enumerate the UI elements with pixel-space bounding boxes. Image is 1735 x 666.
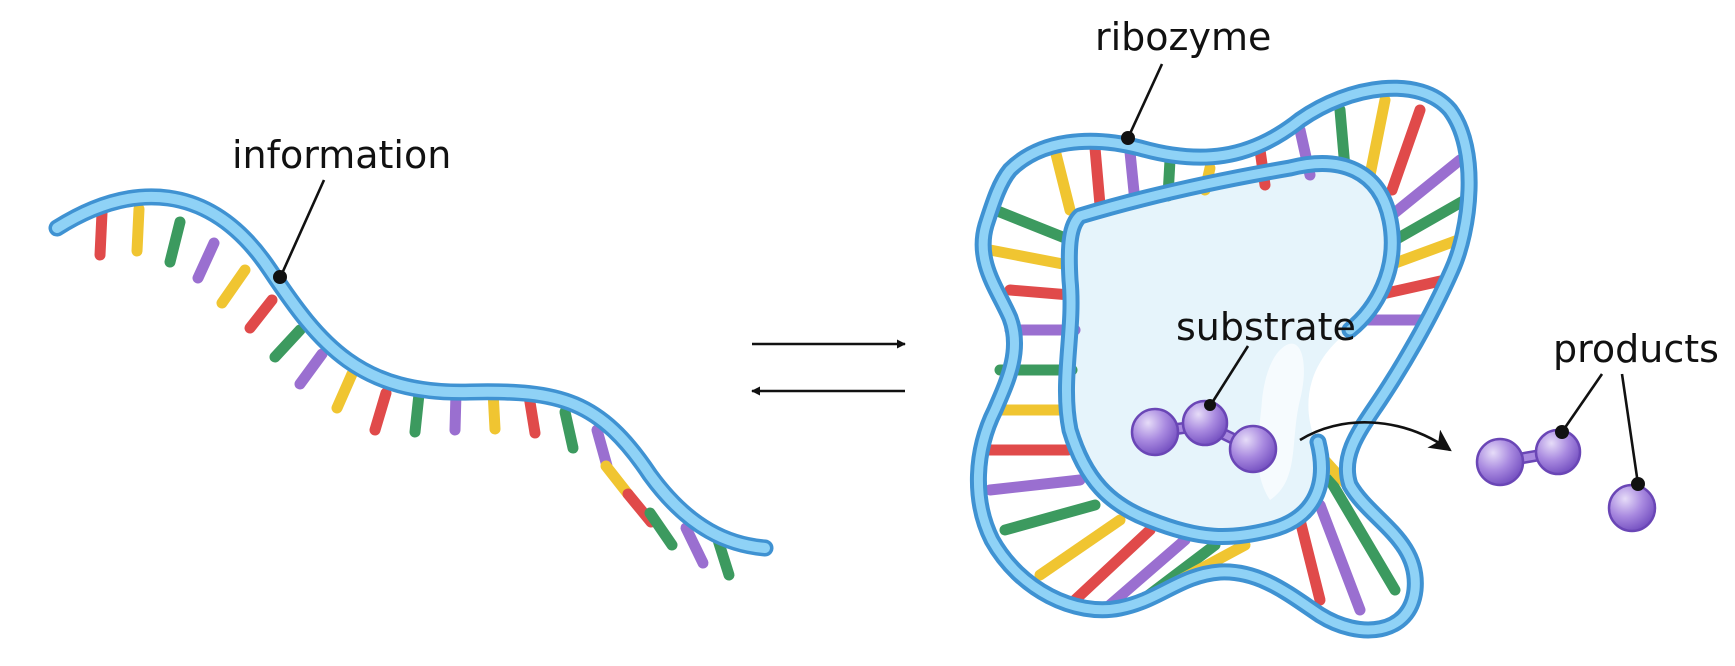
rna-base: [680, 522, 709, 569]
rna-base: [94, 207, 108, 261]
rna-base: [591, 424, 613, 472]
rna-base: [559, 406, 579, 454]
label-information: information: [232, 133, 451, 284]
base-pair: [984, 474, 1086, 496]
base-pair: [1049, 144, 1076, 216]
base-pair: [1324, 474, 1401, 596]
base-pair: [984, 244, 1074, 271]
rna-base: [712, 534, 735, 581]
base-pair: [1386, 104, 1426, 196]
rna-base: [192, 237, 220, 284]
rna-base: [331, 368, 358, 414]
products-label: products: [1553, 327, 1719, 371]
base-pair: [1034, 514, 1126, 581]
base-pair: [999, 499, 1101, 536]
information-label: information: [232, 133, 451, 177]
label-substrate: substrate: [1176, 305, 1356, 411]
base-pair: [1384, 234, 1464, 271]
product-dimer: [1475, 428, 1582, 487]
base-pair: [1364, 94, 1391, 181]
product-monomer: [1607, 483, 1657, 533]
base-pair: [1089, 142, 1106, 211]
base-pair: [1069, 524, 1156, 606]
equilibrium-arrows: [751, 339, 906, 396]
base-pair: [1104, 534, 1191, 611]
rna-base: [164, 216, 186, 268]
ribozyme-label: ribozyme: [1095, 15, 1271, 59]
base-pair: [989, 204, 1076, 246]
rna-base: [369, 387, 392, 436]
rna-base: [269, 324, 306, 363]
substrate-label: substrate: [1176, 305, 1356, 349]
base-pair: [1386, 154, 1466, 221]
rna-base: [131, 203, 145, 257]
ribozyme-structure: [970, 79, 1478, 639]
substrate-molecule: [1130, 399, 1278, 474]
base-pair: [1389, 194, 1471, 246]
base-pair: [1004, 284, 1076, 301]
rna-base: [216, 264, 251, 309]
release-arrow: [1299, 421, 1452, 452]
information-rna-strand: [48, 188, 774, 581]
label-products: products: [1553, 327, 1719, 491]
base-pair: [1314, 499, 1366, 616]
rna-backbone: [48, 188, 774, 557]
rna-base: [294, 348, 328, 390]
rna-base: [244, 294, 278, 334]
rna-base: [409, 388, 425, 438]
base-pair: [1294, 514, 1326, 606]
label-ribozyme: ribozyme: [1095, 15, 1271, 145]
rna-base: [644, 507, 678, 551]
rna-base: [600, 460, 634, 500]
